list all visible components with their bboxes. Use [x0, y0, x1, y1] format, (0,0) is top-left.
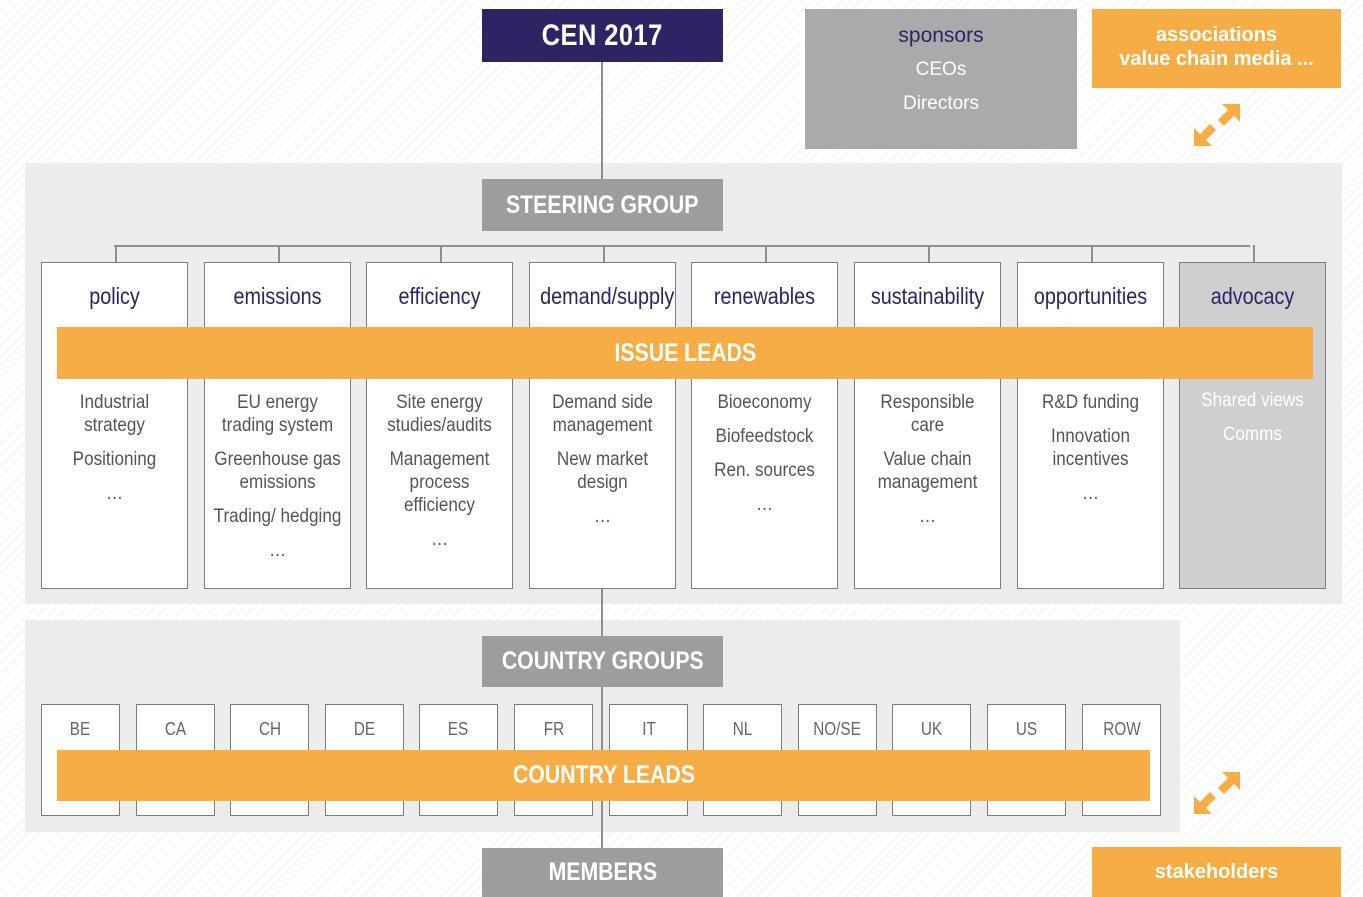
sponsors-label: sponsors: [898, 24, 984, 47]
issue-item: Management process efficiency: [389, 449, 490, 516]
issue-title: renewables: [713, 283, 816, 309]
issue-item: …: [430, 529, 449, 550]
issue-connector: [115, 245, 117, 263]
issue-item: …: [755, 494, 774, 515]
issue-title: policy: [89, 283, 140, 309]
issue-connector: [278, 245, 280, 263]
country-code: FR: [543, 719, 564, 739]
country-code: IT: [641, 719, 656, 739]
issue-title: sustainability: [870, 283, 985, 309]
connector-middle: [601, 588, 603, 636]
issue-title: demand/supply: [540, 283, 675, 309]
directors-label: Directors: [902, 93, 979, 114]
issue-connector: [440, 245, 442, 263]
country-code: DE: [353, 719, 376, 739]
issue-item: …: [1081, 483, 1100, 504]
issue-connector: [603, 245, 605, 263]
country-code: ROW: [1102, 719, 1141, 739]
issue-item: Ren. sources: [714, 460, 815, 481]
country-leads-band: COUNTRY LEADS: [57, 750, 1150, 801]
issue-item: …: [918, 506, 937, 527]
ceos-label: CEOs: [915, 59, 967, 80]
stakeholders-box: stakeholders: [1092, 847, 1341, 897]
country-code: US: [1015, 719, 1038, 739]
double-arrow-icon: [1194, 104, 1240, 146]
issue-item: EU energy trading system: [221, 392, 334, 436]
issue-item: Industrial strategy: [79, 392, 150, 436]
steering-group-title: STEERING GROUP: [506, 190, 699, 219]
issue-connector: [765, 245, 767, 263]
country-code: ES: [448, 719, 469, 739]
issue-leads-band: ISSUE LEADS: [57, 327, 1313, 379]
issue-leads-label: ISSUE LEADS: [614, 338, 756, 367]
issue-item: Shared views: [1201, 390, 1304, 411]
issue-item: Innovation incentives: [1051, 426, 1130, 470]
country-code: NL: [732, 719, 753, 739]
issue-item: Responsible care: [880, 392, 975, 436]
members-title: MEMBERS: [548, 858, 657, 886]
issue-connector: [928, 245, 930, 263]
cen-title: CEN 2017: [541, 18, 664, 52]
issue-title: emissions: [233, 283, 322, 309]
connector-horizontal: [114, 245, 1250, 247]
country-code: CH: [258, 719, 281, 739]
stakeholders-label: stakeholders: [1154, 861, 1279, 883]
issue-item: Trading/ hedging: [213, 506, 342, 527]
issue-item: Demand side management: [552, 392, 653, 436]
issue-item: …: [593, 506, 612, 527]
cen-title-box: CEN 2017: [482, 9, 723, 62]
issue-connector: [1091, 245, 1093, 263]
issue-title: advocacy: [1210, 283, 1295, 309]
country-code: BE: [70, 719, 91, 739]
issue-item: …: [105, 483, 124, 504]
sponsors-box: sponsors CEOs Directors: [805, 9, 1077, 149]
associations-line2: value chain media ...: [1119, 48, 1314, 70]
issue-title: opportunities: [1033, 283, 1148, 309]
connector-top: [601, 61, 603, 179]
country-code: UK: [920, 719, 943, 739]
double-arrow-icon: [1194, 772, 1240, 814]
country-leads-label: COUNTRY LEADS: [512, 761, 695, 789]
members-box: MEMBERS: [482, 848, 723, 897]
issue-item: Value chain management: [877, 449, 978, 493]
steering-group-box: STEERING GROUP: [482, 179, 723, 231]
issue-item: Bioeconomy: [717, 392, 812, 413]
issue-item: R&D funding: [1042, 392, 1139, 413]
issue-item: Positioning: [72, 449, 157, 470]
country-code: NO/SE: [813, 719, 862, 739]
issue-item: Comms: [1223, 424, 1282, 445]
country-groups-title: COUNTRY GROUPS: [501, 647, 704, 675]
associations-line1: associations: [1155, 24, 1278, 46]
issue-connector: [1253, 245, 1255, 263]
issue-item: New market design: [556, 449, 649, 493]
country-code: CA: [164, 719, 187, 739]
country-groups-box: COUNTRY GROUPS: [482, 636, 723, 687]
issue-item: Biofeedstock: [715, 426, 814, 447]
issue-item: Site energy studies/audits: [387, 392, 492, 436]
issue-item: Greenhouse gas emissions: [214, 449, 341, 493]
issue-item: …: [268, 540, 287, 561]
issue-title: efficiency: [398, 283, 481, 309]
associations-box: associations value chain media ...: [1092, 9, 1341, 88]
